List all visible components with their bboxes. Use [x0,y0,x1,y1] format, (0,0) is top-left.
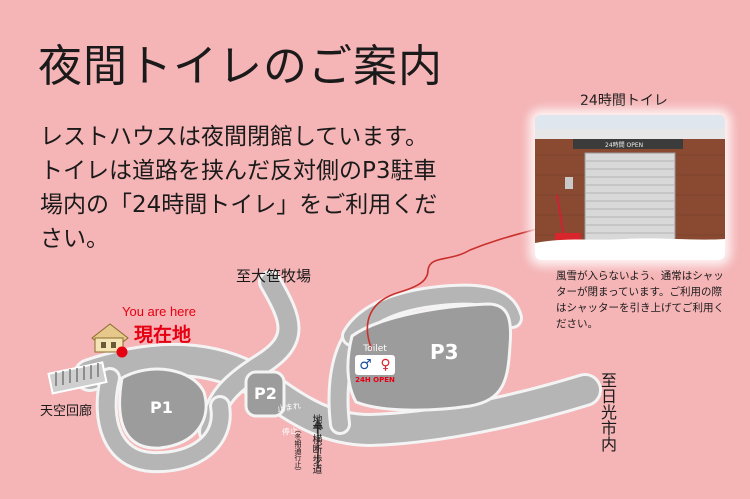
crosswalk-label: 地下横断歩道 [310,414,321,474]
female-toilet-icon: ♀ [380,357,391,373]
corridor-label: 天空回廊 [40,404,93,419]
direction-right-label: 至日光市内 [598,372,617,452]
you-are-here-en: You are here [122,304,196,319]
notice-line: 場内の「24時間トイレ」をご利用くだ [40,192,438,218]
toilet-icon-box: ♂ ♀ [355,355,395,375]
parking-p2-label: P2 [254,384,277,403]
parking-p3-label: P3 [430,340,459,364]
p2-lot [244,370,286,418]
p1-lot [118,367,208,450]
corridor-bridge [47,361,108,395]
crosswalk-sub-label: （冬期通行止） [294,426,302,475]
you-are-here-jp: 現在地 [134,324,192,346]
toilet-sign: Toilet ♂ ♀ 24H OPEN [355,344,395,384]
toilet-building-illustration [535,115,725,260]
male-toilet-icon: ♂ [359,357,372,373]
notice-line: トイレは道路を挟んだ反対側のP3駐車 [40,158,437,184]
shutter-note: 風雪が入らないよう、通常はシャッターが閉まっています。ご利用の際はシャッターを引… [556,270,724,330]
toilet-photo: 24時間 OPEN [535,115,725,260]
direction-top-label: 至大笹牧場 [236,267,312,285]
notice-body: レストハウスは夜間閉館しています。 トイレは道路を挟んだ反対側のP3駐車 場内の… [40,120,510,256]
toilet-label: Toilet [363,344,387,354]
rest-house-building [91,323,129,353]
photo-caption: 24時間トイレ [580,93,668,109]
notice-line: レストハウスは夜間閉館しています。 [40,124,429,150]
photo-sign-text: 24時間 OPEN [605,142,644,149]
route-line [366,227,541,351]
parking-p1-label: P1 [150,398,173,417]
crosswalk-arrow [312,418,324,468]
p3-lot [346,302,513,412]
toilet-badge: 24H OPEN [355,376,395,384]
page-title: 夜間トイレのご案内 [38,41,443,92]
current-location-marker [116,346,128,358]
notice-line: さい。 [40,226,109,252]
